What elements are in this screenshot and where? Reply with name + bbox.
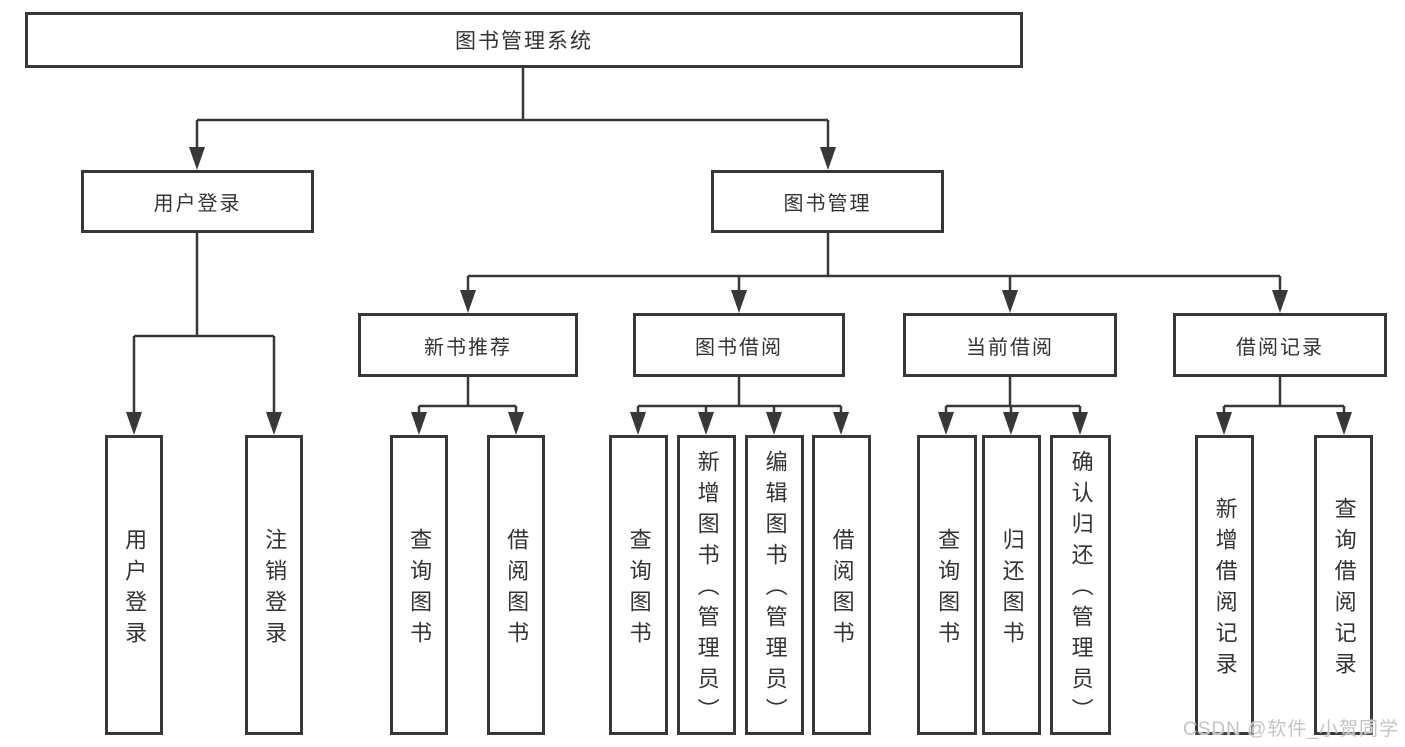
- connector-strokes: [132, 68, 1346, 415]
- node-current-borrow-label: 当前借阅: [966, 336, 1054, 359]
- node-leaf-borrow-books-2-label: 借阅图书: [829, 527, 855, 652]
- node-leaf-add-book-admin-label: 新增图书（管理员）: [694, 450, 720, 729]
- node-new-book-recommend: 新书推荐: [358, 313, 578, 377]
- node-leaf-query-borrow-record: 查询借阅记录: [1314, 435, 1373, 735]
- arrow-down-icon: [630, 412, 646, 435]
- node-borrow-records-label: 借阅记录: [1236, 336, 1324, 359]
- arrow-down-icon: [820, 147, 836, 170]
- node-leaf-confirm-return-admin: 确认归还（管理员）: [1050, 435, 1111, 735]
- watermark-text: CSDN @软件_小贺同学: [1183, 719, 1399, 740]
- node-leaf-query-books-3-label: 查询图书: [935, 527, 961, 652]
- node-leaf-borrow-books-1: 借阅图书: [487, 435, 545, 735]
- node-leaf-borrow-books-1-label: 借阅图书: [504, 527, 530, 652]
- node-leaf-edit-book-admin: 编辑图书（管理员）: [745, 435, 804, 735]
- arrow-down-icon: [833, 412, 849, 435]
- node-leaf-return-book-label: 归还图书: [999, 527, 1025, 652]
- node-leaf-query-books-1-label: 查询图书: [407, 527, 433, 652]
- node-leaf-query-books-2: 查询图书: [609, 435, 668, 735]
- arrow-down-icon: [1003, 412, 1019, 435]
- node-user-login-label: 用户登录: [153, 193, 242, 215]
- arrow-down-icon: [1272, 290, 1288, 313]
- node-user-login: 用户登录: [81, 170, 314, 233]
- arrow-down-icon: [1336, 412, 1352, 435]
- node-leaf-logout-label: 注销登录: [262, 527, 288, 652]
- node-leaf-add-borrow-record-label: 新增借阅记录: [1212, 496, 1238, 683]
- node-leaf-borrow-books-2: 借阅图书: [812, 435, 871, 735]
- node-leaf-query-books-2-label: 查询图书: [626, 527, 652, 652]
- arrow-down-icon: [766, 412, 782, 435]
- arrow-down-icon: [411, 412, 427, 435]
- arrow-down-icon: [1216, 412, 1232, 435]
- arrow-down-icon: [460, 290, 476, 313]
- arrow-down-icon: [266, 412, 282, 435]
- node-leaf-return-book: 归还图书: [982, 435, 1041, 735]
- arrow-down-icon: [731, 290, 747, 313]
- arrow-down-icon: [508, 412, 524, 435]
- node-leaf-confirm-return-admin-label: 确认归还（管理员）: [1068, 450, 1094, 729]
- node-leaf-query-books-3: 查询图书: [917, 435, 977, 735]
- node-new-book-recommend-label: 新书推荐: [424, 336, 512, 359]
- node-leaf-query-borrow-record-label: 查询借阅记录: [1331, 496, 1357, 683]
- node-root-label: 图书管理系统: [455, 30, 593, 53]
- node-book-borrow-label: 图书借阅: [695, 336, 783, 359]
- arrowhead-icons: [126, 147, 1352, 435]
- node-leaf-add-borrow-record: 新增借阅记录: [1195, 435, 1254, 735]
- node-root: 图书管理系统: [25, 12, 1023, 68]
- node-current-borrow: 当前借阅: [903, 313, 1117, 377]
- node-book-management: 图书管理: [711, 170, 944, 233]
- node-leaf-edit-book-admin-label: 编辑图书（管理员）: [762, 450, 788, 729]
- arrow-down-icon: [1072, 412, 1088, 435]
- node-book-management-label: 图书管理: [783, 193, 872, 215]
- node-leaf-logout: 注销登录: [245, 435, 303, 735]
- node-leaf-query-books-1: 查询图书: [390, 435, 448, 735]
- arrow-down-icon: [698, 412, 714, 435]
- node-borrow-records: 借阅记录: [1173, 313, 1387, 377]
- arrow-down-icon: [938, 412, 954, 435]
- arrow-down-icon: [1002, 290, 1018, 313]
- node-leaf-user-login: 用户登录: [105, 435, 163, 735]
- arrow-down-icon: [126, 412, 142, 435]
- node-book-borrow: 图书借阅: [633, 313, 845, 377]
- node-leaf-add-book-admin: 新增图书（管理员）: [677, 435, 736, 735]
- arrow-down-icon: [189, 147, 205, 170]
- node-leaf-user-login-label: 用户登录: [122, 527, 148, 652]
